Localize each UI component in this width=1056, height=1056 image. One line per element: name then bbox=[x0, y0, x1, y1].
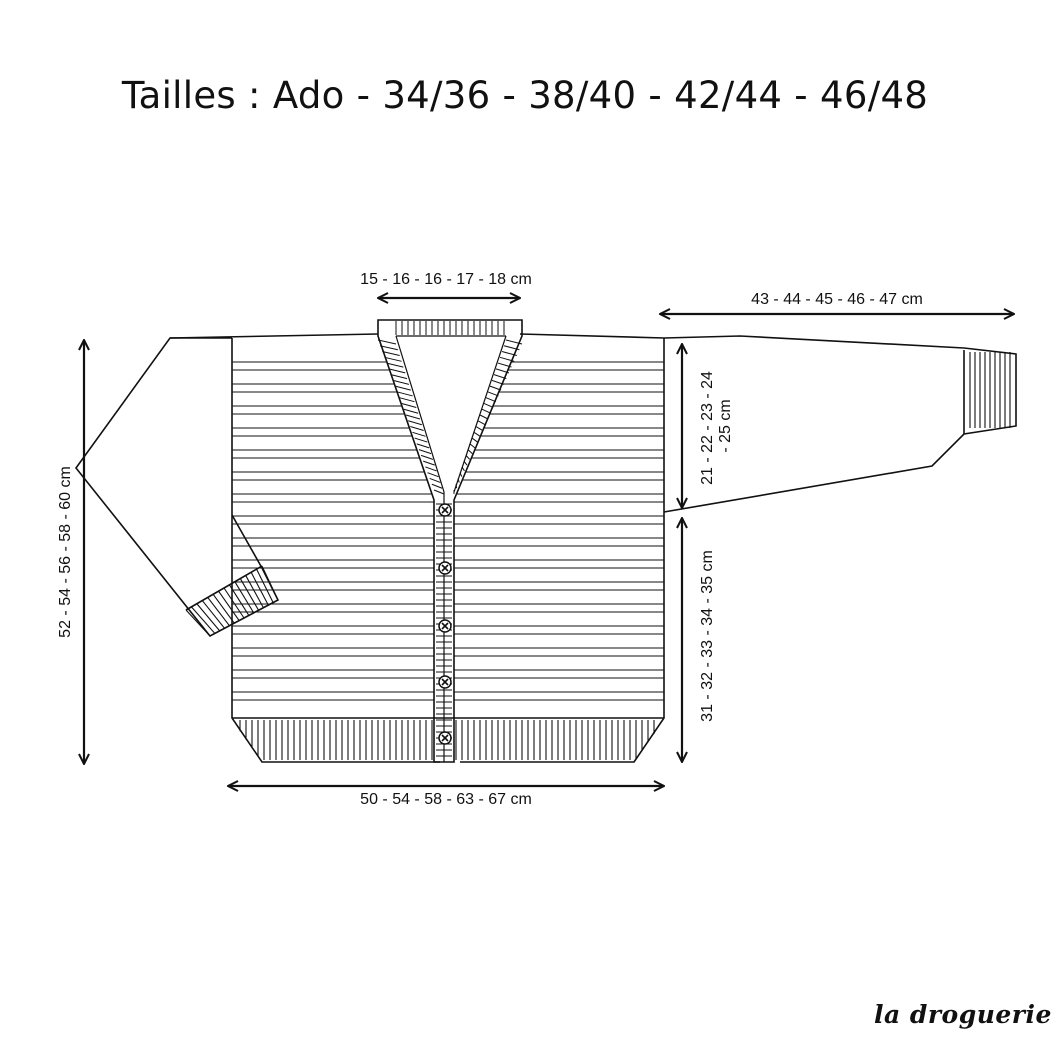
rib-line bbox=[261, 565, 279, 601]
rib-line bbox=[382, 351, 400, 357]
rib-line bbox=[475, 426, 484, 431]
rib-line bbox=[416, 443, 430, 449]
rib-line bbox=[234, 581, 255, 614]
page-title: Tailles : Ado - 34/36 - 38/40 - 42/44 - … bbox=[121, 74, 929, 117]
right-cuff-ribbing bbox=[969, 352, 1011, 428]
rib-line bbox=[501, 351, 517, 357]
rib-line bbox=[433, 489, 445, 495]
rib-line bbox=[465, 455, 471, 460]
rib-line bbox=[503, 345, 520, 351]
rib-line bbox=[459, 472, 463, 477]
button-x-line bbox=[441, 622, 449, 630]
button-x-line bbox=[441, 734, 449, 742]
rib-line bbox=[489, 385, 502, 391]
rib-line bbox=[196, 603, 221, 632]
rib-line bbox=[423, 460, 435, 466]
rib-line bbox=[392, 379, 410, 385]
button-band bbox=[377, 319, 523, 763]
body-length-label: 31 - 32 - 33 - 34 - 35 cm bbox=[699, 550, 716, 722]
rib-line bbox=[399, 397, 415, 403]
rib-line bbox=[401, 402, 417, 408]
rib-line bbox=[223, 587, 245, 619]
sleeve-length-label: 43 - 44 - 45 - 46 - 47 cm bbox=[751, 291, 923, 308]
button-x-line bbox=[441, 564, 449, 572]
rib-line bbox=[239, 578, 260, 611]
rib-line bbox=[395, 385, 411, 391]
rib-line bbox=[185, 609, 211, 637]
measurement-arrows bbox=[84, 298, 1014, 786]
rib-line bbox=[414, 437, 428, 443]
rib-line bbox=[410, 426, 424, 432]
body-width-label: 50 - 54 - 58 - 63 - 67 cm bbox=[360, 791, 532, 808]
rib-line bbox=[473, 431, 481, 437]
rib-line bbox=[499, 356, 515, 362]
rib-line bbox=[463, 460, 468, 466]
buttons bbox=[438, 503, 452, 745]
rib-line bbox=[386, 362, 404, 368]
total-length-label: 52 - 54 - 56 - 58 - 60 cm bbox=[57, 466, 74, 638]
hem-ribbing bbox=[239, 720, 655, 760]
rib-line bbox=[201, 600, 226, 629]
right-sleeve bbox=[663, 335, 1017, 513]
rib-line bbox=[467, 449, 473, 454]
rib-line bbox=[403, 408, 419, 414]
rib-line bbox=[191, 606, 216, 634]
body-stripes bbox=[232, 361, 664, 701]
rib-line bbox=[483, 403, 494, 408]
rib-line bbox=[429, 477, 441, 483]
rib-line bbox=[384, 356, 402, 362]
neck-width-label: 15 - 16 - 16 - 17 - 18 cm bbox=[360, 271, 532, 288]
rib-line bbox=[491, 379, 504, 385]
rib-line bbox=[427, 472, 439, 478]
rib-line bbox=[390, 374, 408, 380]
rib-line bbox=[487, 391, 499, 397]
cardigan-body bbox=[169, 333, 665, 763]
rib-line bbox=[207, 597, 230, 627]
rib-line bbox=[431, 483, 443, 489]
rib-line bbox=[405, 414, 421, 420]
rib-line bbox=[471, 437, 478, 443]
rib-line bbox=[477, 420, 486, 426]
rib-line bbox=[420, 454, 434, 460]
rib-line bbox=[461, 466, 465, 472]
rib-line bbox=[418, 449, 432, 455]
rib-line bbox=[493, 374, 507, 380]
rib-line bbox=[457, 478, 460, 483]
rib-line bbox=[408, 420, 422, 426]
rib-line bbox=[250, 572, 269, 606]
rib-line bbox=[412, 431, 426, 437]
button-x-line bbox=[441, 678, 449, 686]
rib-line bbox=[377, 339, 397, 345]
brand-logo: la droguerie bbox=[874, 1000, 1052, 1029]
button-x-line bbox=[441, 506, 449, 514]
rib-line bbox=[397, 391, 413, 397]
rib-line bbox=[469, 443, 476, 449]
rib-line bbox=[455, 484, 458, 489]
rib-line bbox=[212, 593, 235, 624]
rib-line bbox=[505, 339, 523, 345]
rib-line bbox=[245, 575, 264, 608]
rib-line bbox=[481, 408, 491, 414]
rib-line bbox=[479, 414, 489, 420]
rib-line bbox=[495, 368, 510, 374]
rib-line bbox=[218, 590, 240, 621]
armhole-depth-label-2: - 25 cm bbox=[717, 399, 734, 452]
rib-line bbox=[425, 466, 437, 472]
rib-line bbox=[380, 345, 398, 351]
rib-line bbox=[497, 362, 512, 368]
rib-line bbox=[485, 397, 497, 403]
rib-line bbox=[388, 368, 406, 374]
left-sleeve bbox=[74, 337, 280, 638]
armhole-depth-label-1: 21 - 22 - 23 - 24 bbox=[699, 371, 716, 485]
rib-line bbox=[256, 568, 274, 603]
